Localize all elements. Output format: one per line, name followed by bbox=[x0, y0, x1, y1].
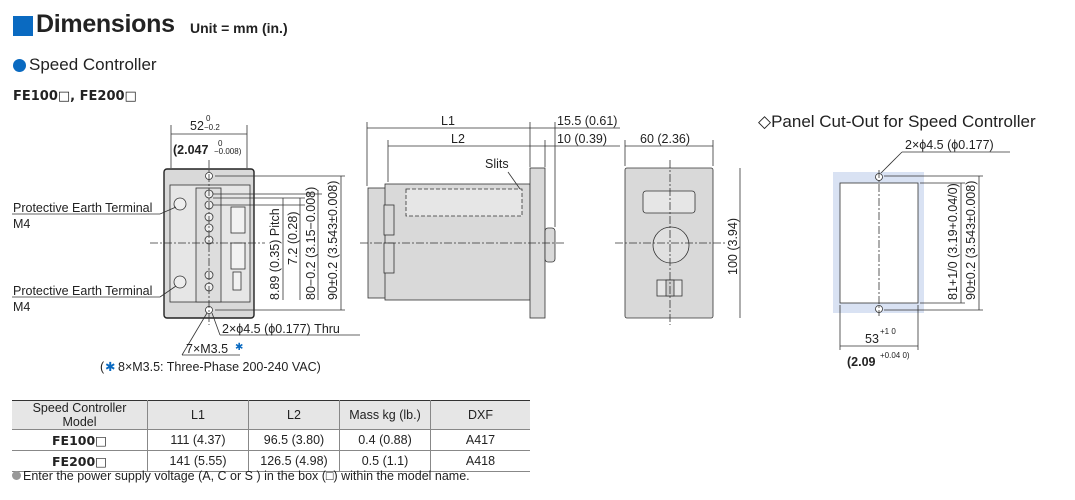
width-tol-lower: −0.2 bbox=[204, 123, 220, 132]
dim-7-2: 7.2 (0.28) bbox=[286, 211, 300, 265]
cutout-width-tol: +1 0 bbox=[880, 327, 896, 336]
cutout-width-in: (2.09 bbox=[847, 355, 876, 369]
cell-model: FE200□ bbox=[12, 450, 148, 472]
unit-label: Unit = mm (in.) bbox=[190, 20, 288, 36]
holes-label: 2×ϕ4.5 (ϕ0.177) Thru bbox=[222, 322, 340, 336]
section-marker-square bbox=[13, 16, 33, 36]
col-l2: L2 bbox=[248, 400, 340, 430]
width-in-tol-upper: 0 bbox=[218, 139, 223, 148]
width-tol-upper: 0 bbox=[206, 114, 211, 123]
width-in-tol-lower: −0.008) bbox=[214, 147, 242, 156]
cutout-height-81: 81+1/0 (3.19+0.04/0) bbox=[946, 183, 960, 300]
slits-label: Slits bbox=[485, 157, 509, 171]
footnote-open: ( bbox=[100, 360, 105, 374]
model-names: FE100□, FE200□ bbox=[13, 89, 137, 104]
dim-80: 80−0.2 (3.15−0.008) bbox=[304, 187, 318, 300]
col-mass: Mass kg (lb.) bbox=[339, 400, 431, 430]
earth-terminal-size-1: M4 bbox=[13, 217, 30, 231]
col-dxf: DXF bbox=[430, 400, 530, 430]
cutout-width: 53 bbox=[865, 332, 879, 346]
front-view bbox=[12, 125, 360, 356]
col-l1: L1 bbox=[147, 400, 249, 430]
earth-terminal-label-1: Protective Earth Terminal bbox=[13, 201, 152, 215]
cell-model: FE100□ bbox=[12, 429, 148, 451]
width-in: (2.047 bbox=[173, 143, 208, 157]
cutout-holes: 2×ϕ4.5 (ϕ0.177) bbox=[905, 138, 994, 152]
cutout-height-90: 90±0.2 (3.543±0.008) bbox=[964, 181, 978, 300]
cell-l1: 111 (4.37) bbox=[147, 429, 249, 451]
cell-l2: 96.5 (3.80) bbox=[248, 429, 340, 451]
dim-10: 10 (0.39) bbox=[557, 132, 607, 146]
earth-terminal-size-2: M4 bbox=[13, 300, 30, 314]
model-note: Enter the power supply voltage (A, C or … bbox=[12, 469, 470, 483]
page-title: Dimensions bbox=[36, 10, 175, 38]
table-header-row: Speed Controller Model L1 L2 Mass kg (lb… bbox=[12, 400, 530, 430]
side-view bbox=[360, 122, 620, 319]
cell-mass: 0.4 (0.88) bbox=[339, 429, 431, 451]
cell-dxf[interactable]: A418 bbox=[430, 450, 530, 472]
cutout-view bbox=[833, 151, 1010, 350]
section-title: Speed Controller bbox=[29, 55, 157, 74]
cell-mass: 0.5 (1.1) bbox=[339, 450, 431, 472]
dimension-drawings: 52 0 −0.2 (2.047 0 −0.008) Protective Ea… bbox=[12, 112, 1036, 374]
l2-label: L2 bbox=[451, 132, 465, 146]
table-row: FE100□ 111 (4.37) 96.5 (3.80) 0.4 (0.88)… bbox=[12, 429, 530, 451]
asterisk-icon: ✱ bbox=[105, 360, 116, 374]
cutout-title: ◇Panel Cut-Out for Speed Controller bbox=[758, 112, 1036, 131]
cutout-width-in-tol: +0.04 0) bbox=[880, 351, 910, 360]
panel-width: 60 (2.36) bbox=[640, 132, 690, 146]
footnote-text: 8×M3.5: Three-Phase 200-240 VAC) bbox=[118, 360, 321, 374]
l1-label: L1 bbox=[441, 114, 455, 128]
bullet-icon bbox=[12, 471, 21, 480]
asterisk-icon: ✱ bbox=[235, 342, 243, 353]
panel-view bbox=[615, 140, 741, 325]
terminals-label: 7×M3.5 bbox=[186, 342, 228, 356]
panel-height: 100 (3.94) bbox=[726, 218, 740, 275]
table-row: FE200□ 141 (5.55) 126.5 (4.98) 0.5 (1.1)… bbox=[12, 450, 530, 472]
cell-l2: 126.5 (4.98) bbox=[248, 450, 340, 472]
width-52: 52 bbox=[190, 119, 204, 133]
cell-l1: 141 (5.55) bbox=[147, 450, 249, 472]
bullet-icon bbox=[13, 59, 26, 72]
spec-table: Speed Controller Model L1 L2 Mass kg (lb… bbox=[12, 400, 530, 472]
dim-90: 90±0.2 (3.543±0.008) bbox=[326, 181, 340, 300]
pitch-dimension: 8.89 (0.35) Pitch bbox=[268, 208, 282, 300]
dim-15-5: 15.5 (0.61) bbox=[557, 114, 617, 128]
earth-terminal-label-2: Protective Earth Terminal bbox=[13, 284, 152, 298]
cell-dxf[interactable]: A417 bbox=[430, 429, 530, 451]
note-text: Enter the power supply voltage (A, C or … bbox=[23, 469, 470, 483]
col-model: Speed Controller Model bbox=[12, 400, 148, 430]
